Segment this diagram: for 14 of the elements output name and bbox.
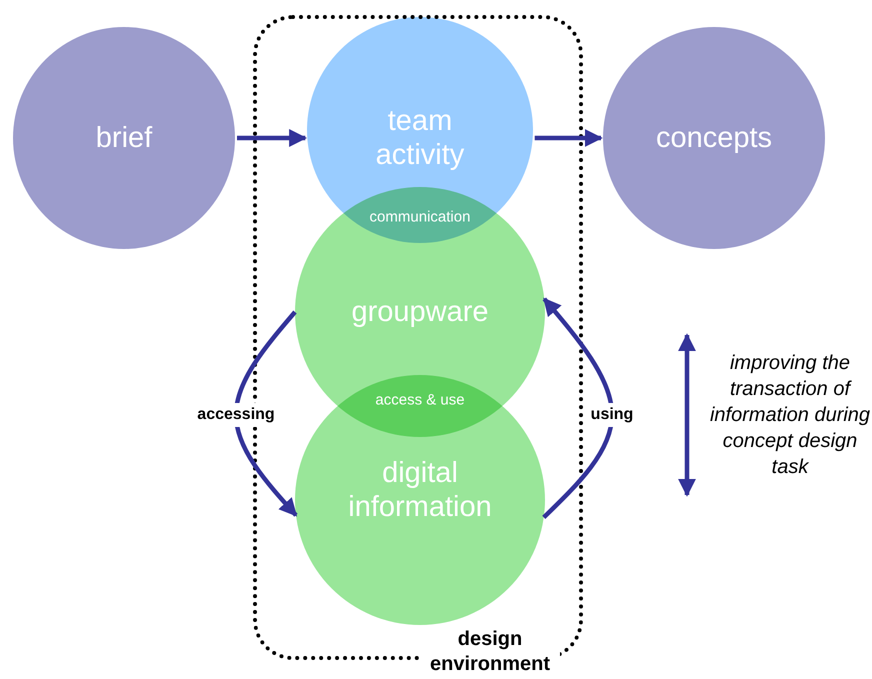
node-label: concepts [654,121,774,155]
arrow [542,297,614,520]
node-label: digital information [347,456,493,524]
edge-label: using [588,403,636,427]
annotation-text: improving the transaction of information during concept design task [708,351,872,480]
node-label: brief [94,121,154,155]
overlap-label: communication [368,207,472,227]
node-label: groupware [350,295,490,329]
arrow [237,129,308,147]
node-label: team activity [374,104,466,172]
edge-label: accessing [195,403,277,427]
arrow [534,129,603,147]
arrow [234,310,298,517]
overlap-label: access & use [374,390,466,410]
